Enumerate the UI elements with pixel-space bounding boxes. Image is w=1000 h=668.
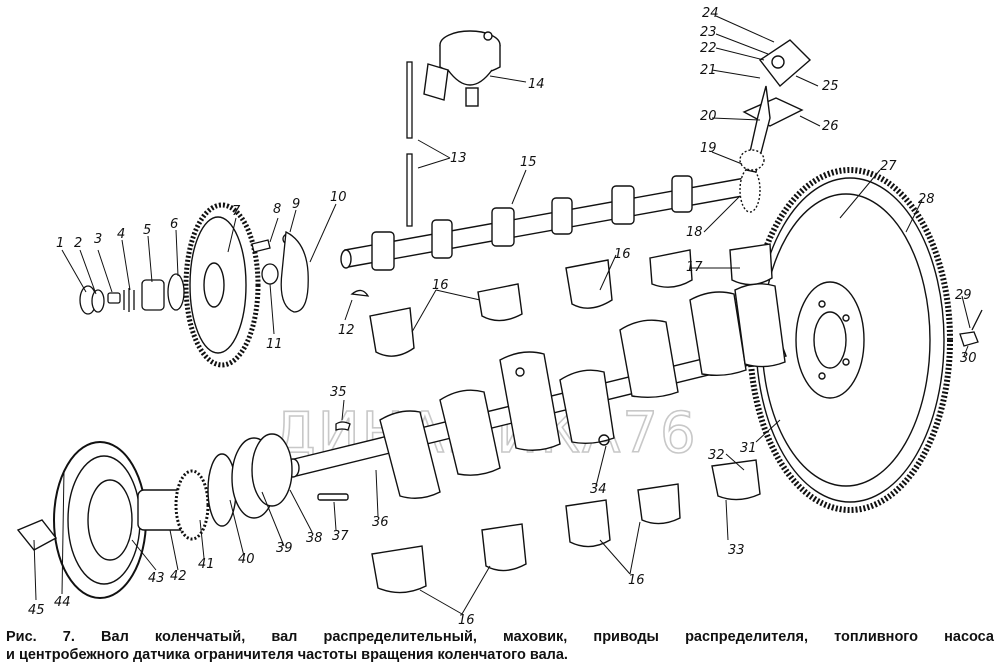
callout-43: 43 (148, 571, 165, 586)
callout-16a: 16 (614, 247, 631, 262)
callout-16c: 16 (628, 573, 645, 588)
camshaft-front-parts (79, 230, 370, 315)
caption-line-1: Рис. 7. Вал коленчатый, вал распределите… (6, 629, 994, 645)
callout-5: 5 (143, 223, 151, 238)
figure-caption: Рис. 7. Вал коленчатый, вал распределите… (6, 628, 994, 664)
callout-33: 33 (728, 543, 745, 558)
callout-17: 17 (686, 260, 703, 275)
leader-lines (33, 15, 971, 615)
callout-37: 37 (332, 529, 349, 544)
callout-11: 11 (266, 337, 283, 352)
callout-38: 38 (306, 531, 323, 546)
callout-15: 15 (520, 155, 537, 170)
small-parts (335, 309, 983, 431)
crankshaft (286, 283, 787, 499)
callout-26: 26 (822, 119, 839, 134)
callout-42: 42 (170, 569, 187, 584)
flywheel (747, 167, 953, 513)
callout-24: 24 (702, 6, 719, 21)
callout-27: 27 (880, 159, 897, 174)
callout-39: 39 (276, 541, 293, 556)
callout-29: 29 (955, 288, 972, 303)
callout-8: 8 (273, 202, 281, 217)
callout-34: 34 (590, 482, 607, 497)
camshaft (340, 167, 761, 271)
callout-7: 7 (232, 204, 241, 219)
callout-36: 36 (372, 515, 389, 530)
callout-21: 21 (700, 63, 717, 78)
callout-23: 23 (700, 25, 717, 40)
crankshaft-pulley (16, 433, 349, 599)
callout-labels: 1 2 3 4 5 6 7 8 9 10 11 12 13 14 15 16 1… (28, 6, 977, 625)
callout-9: 9 (292, 197, 300, 212)
callout-31: 31 (740, 441, 757, 456)
callout-18: 18 (686, 225, 703, 240)
callout-28: 28 (918, 192, 935, 207)
callout-16d: 16 (458, 613, 475, 625)
distributor-drive (739, 39, 812, 173)
callout-45: 45 (28, 603, 45, 618)
callout-10: 10 (330, 190, 347, 205)
callout-35: 35 (330, 385, 347, 400)
callout-19: 19 (700, 141, 717, 156)
callout-44: 44 (54, 595, 71, 610)
callout-16b: 16 (432, 278, 449, 293)
callout-32: 32 (708, 448, 725, 463)
main-bearing-shells (371, 459, 761, 594)
callout-4: 4 (117, 227, 125, 242)
callout-3: 3 (94, 232, 102, 247)
callout-12: 12 (338, 323, 355, 338)
camshaft-bearing-shells (369, 243, 773, 357)
callout-1: 1 (56, 236, 64, 251)
callout-6: 6 (170, 217, 178, 232)
camshaft-gear (183, 202, 261, 368)
callout-2: 2 (74, 236, 82, 251)
callout-30: 30 (960, 351, 977, 366)
fuel-pump (423, 30, 501, 107)
callout-20: 20 (700, 109, 717, 124)
callout-22: 22 (700, 41, 717, 56)
callout-13: 13 (450, 151, 467, 166)
callout-25: 25 (822, 79, 839, 94)
callout-14: 14 (528, 77, 545, 92)
callout-40: 40 (238, 552, 255, 567)
caption-line-2: и центробежного датчика ограничителя час… (6, 647, 568, 663)
exploded-parts-drawing: ДИНАМИКА76 (16, 6, 983, 625)
callout-41: 41 (198, 557, 215, 572)
fuel-pump-pushrod (406, 61, 413, 227)
